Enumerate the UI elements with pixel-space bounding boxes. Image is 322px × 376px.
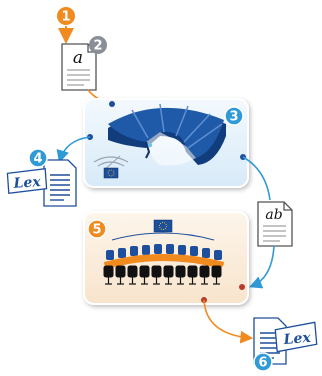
step-1-badge (57, 7, 75, 25)
step-5-badge (87, 219, 107, 239)
eu-flag-icon (103, 167, 119, 179)
step-4-badge (28, 148, 48, 168)
amendment-letters: ab (265, 207, 282, 223)
amendment-document: ab (257, 201, 293, 247)
council-table-icon (103, 232, 224, 285)
step-5-number: 5 (92, 223, 101, 238)
draft-document: a (61, 43, 97, 91)
step-2-badge (89, 36, 107, 54)
lex-label-left: Lex (12, 174, 42, 192)
step-4: 4 (28, 148, 48, 168)
connector-amendment-to-council (249, 245, 275, 289)
draft-letter: a (73, 48, 83, 68)
step-6: 6 (253, 352, 273, 372)
step-3: 3 (224, 106, 244, 126)
step-1: 1 (57, 7, 75, 25)
eu-flag-icon (153, 219, 173, 233)
step-5: 5 (87, 219, 107, 239)
hemicycle-icon (93, 103, 226, 171)
step-2: 2 (89, 36, 107, 54)
step-3-badge (224, 106, 244, 126)
step-4-number: 4 (33, 152, 42, 167)
step-3-number: 3 (229, 110, 238, 125)
step-2-number: 2 (93, 39, 102, 54)
lex-document-right: Lex 6 (253, 317, 318, 372)
parliament-panel: 3 (83, 98, 249, 188)
council-panel: 5 (83, 211, 249, 305)
connector-parliament-to-amendment (242, 156, 271, 201)
parliament-in-port (109, 101, 115, 107)
step-6-badge (253, 352, 273, 372)
connector-council-to-lex (203, 299, 254, 344)
lex-document-left: Lex 4 (6, 148, 77, 207)
step-1-number: 1 (61, 10, 70, 25)
lex-document-icon (6, 159, 77, 207)
document-icon (61, 43, 97, 91)
connector-parliament-to-lex (56, 136, 91, 164)
document-icon (257, 201, 293, 247)
council-in-port (239, 284, 245, 290)
lex-label-right: Lex (282, 330, 312, 348)
step-6-number: 6 (258, 356, 267, 371)
